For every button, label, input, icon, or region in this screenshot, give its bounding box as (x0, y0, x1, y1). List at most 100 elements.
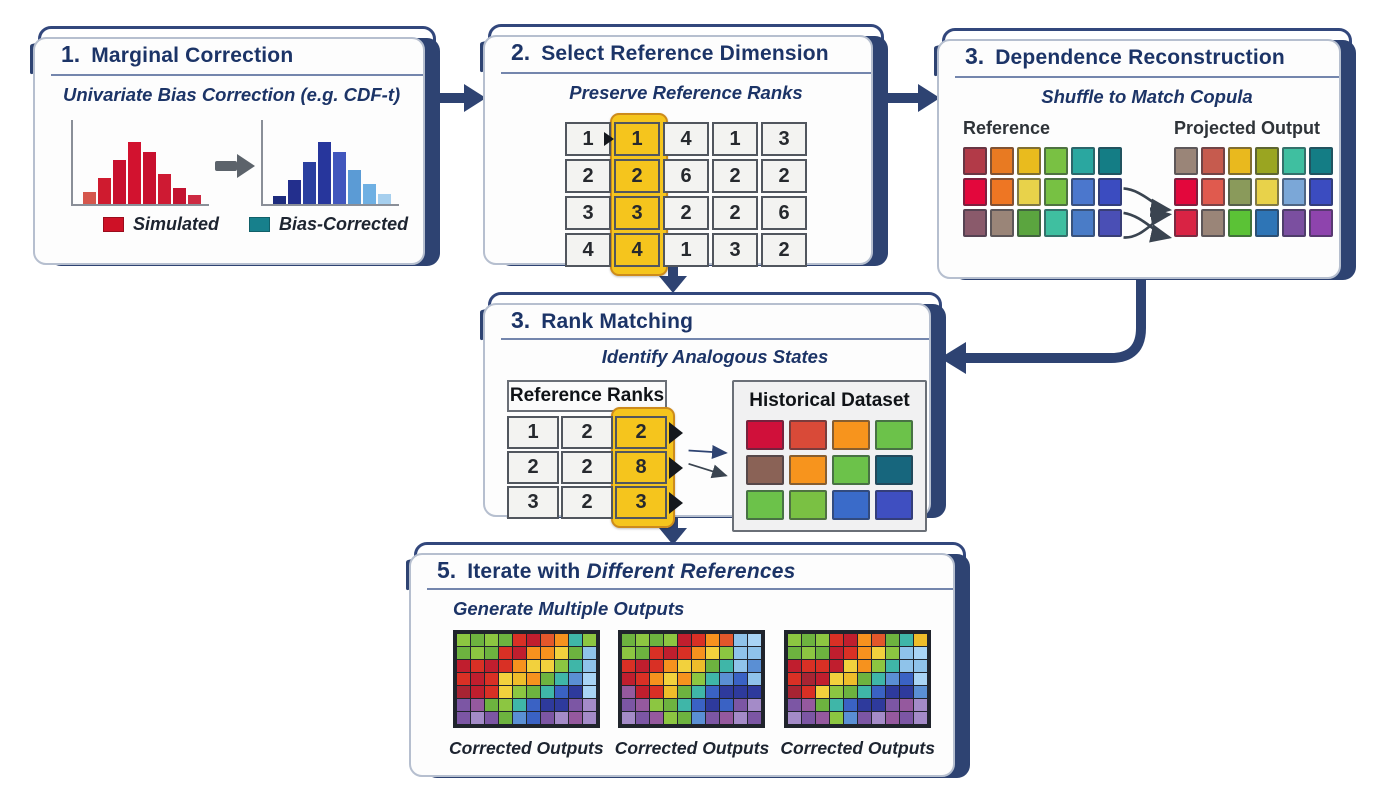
arrow-head (918, 84, 940, 112)
grid-cell (1309, 178, 1333, 206)
grid-cell (746, 420, 784, 450)
grid-cell (484, 660, 498, 672)
grid-cell (582, 699, 596, 711)
grid-cell (568, 699, 582, 711)
grid-cell (720, 699, 734, 711)
grid-cell (470, 699, 484, 711)
card-title: Marginal Correction (91, 44, 294, 67)
grid-cell (1044, 209, 1068, 237)
grid-cell (526, 673, 540, 685)
grid-cell (664, 686, 678, 698)
grid-cell (692, 634, 706, 646)
histogram-bias-corrected (261, 120, 399, 206)
reference-ranks-header: Reference Ranks (507, 380, 667, 412)
step-number: 3. (511, 307, 531, 333)
mosaic-caption: Corrected Outputs (614, 738, 770, 758)
corrected-output-mosaic (452, 630, 600, 728)
grid-cell (636, 699, 650, 711)
card-header: 1. Marginal Correction (41, 29, 433, 74)
grid-cell (470, 686, 484, 698)
grid-cell (720, 660, 734, 672)
grid-cell (692, 673, 706, 685)
grid-cell (1098, 178, 1122, 206)
corrected-output-block: Corrected Outputs (780, 630, 935, 759)
grid-cell (692, 660, 706, 672)
grid-cell (963, 178, 987, 206)
grid-cell (858, 647, 872, 659)
grid-cell (706, 699, 720, 711)
table-cell: 1 (614, 122, 660, 156)
grid-cell (990, 147, 1014, 175)
table-cell: 2 (561, 486, 613, 519)
grid-cell (720, 634, 734, 646)
grid-cell (886, 712, 900, 724)
histogram-simulated (71, 120, 209, 206)
grid-cell (512, 660, 526, 672)
grid-cell (844, 699, 858, 711)
grid-cell (622, 686, 636, 698)
grid-cell (582, 712, 596, 724)
title-divider (51, 74, 423, 76)
histogram-bar (83, 192, 96, 204)
grid-cell (734, 699, 748, 711)
grid-cell (526, 712, 540, 724)
table-cell: 2 (761, 233, 807, 267)
grid-cell (664, 660, 678, 672)
grid-cell (470, 712, 484, 724)
grid-cell (470, 660, 484, 672)
corrected-output-mosaic (618, 630, 766, 728)
grid-cell (678, 686, 692, 698)
grid-cell (512, 673, 526, 685)
grid-cell (622, 647, 636, 659)
grid-cell (900, 647, 914, 659)
grid-cell (872, 686, 886, 698)
grid-cell (554, 647, 568, 659)
grid-cell (914, 699, 928, 711)
grid-cell (526, 686, 540, 698)
grid-cell (582, 634, 596, 646)
grid-cell (886, 699, 900, 711)
grid-cell (1174, 178, 1198, 206)
grid-cell (886, 634, 900, 646)
grid-cell (456, 647, 470, 659)
grid-cell (746, 490, 784, 520)
grid-cell (832, 455, 870, 485)
grid-cell (498, 686, 512, 698)
historical-dataset-header: Historical Dataset (749, 390, 910, 411)
grid-cell (832, 490, 870, 520)
arrow-step1-to-step2 (430, 84, 486, 112)
grid-cell (858, 673, 872, 685)
transform-arrow-icon (215, 154, 255, 178)
grid-cell (582, 647, 596, 659)
grid-cell (706, 712, 720, 724)
grid-cell (844, 686, 858, 698)
grid-cell (872, 647, 886, 659)
grid-cell (554, 712, 568, 724)
table-cell: 2 (761, 159, 807, 193)
grid-cell (1071, 147, 1095, 175)
grid-cell (664, 673, 678, 685)
grid-cell (830, 686, 844, 698)
grid-cell (788, 712, 802, 724)
grid-cell (540, 699, 554, 711)
grid-cell (540, 673, 554, 685)
grid-cell (664, 647, 678, 659)
card-title: Dependence Reconstruction (995, 46, 1285, 69)
grid-cell (1098, 147, 1122, 175)
grid-cell (734, 660, 748, 672)
arrow-head (940, 342, 966, 374)
table-cell: 2 (615, 416, 667, 449)
table-cell: 3 (614, 196, 660, 230)
grid-cell (554, 699, 568, 711)
table-cell: 1 (565, 122, 611, 156)
grid-cell (706, 647, 720, 659)
grid-cell (692, 647, 706, 659)
grid-cell (830, 660, 844, 672)
grid-cell (470, 634, 484, 646)
grid-cell (802, 699, 816, 711)
reference-label: Reference (963, 118, 1051, 138)
grid-cell (858, 712, 872, 724)
grid-cell (802, 673, 816, 685)
